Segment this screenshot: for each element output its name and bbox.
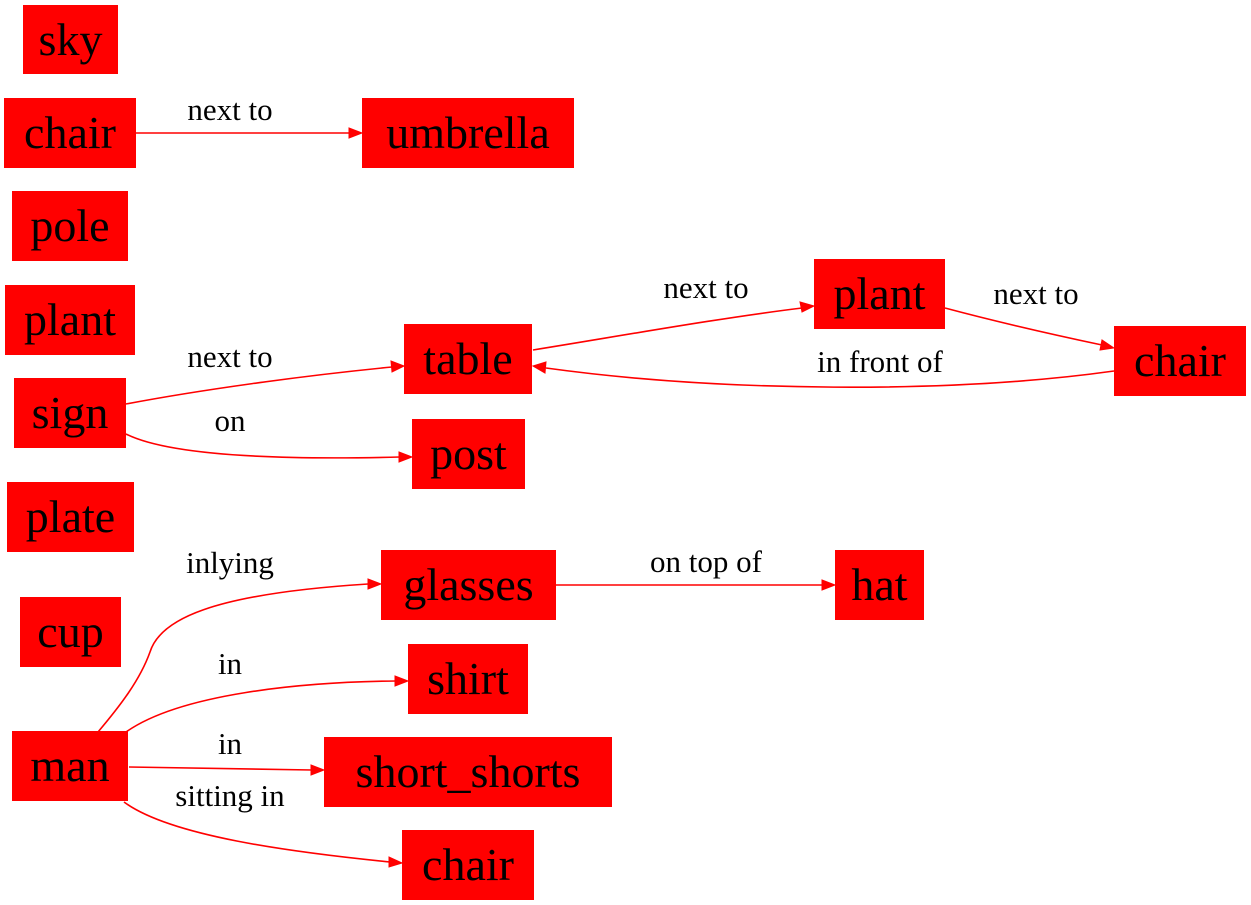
node-plate: plate (7, 482, 134, 552)
svg-text:sign: sign (32, 387, 109, 438)
edge-label: in (218, 726, 243, 761)
edge-label: in front of (817, 344, 943, 379)
svg-text:pole: pole (30, 200, 109, 251)
svg-text:plant: plant (834, 268, 926, 319)
edge-chair-umbrella: next to (136, 92, 364, 139)
edge-sign-table: next to (125, 339, 406, 405)
edge-label: inlying (186, 545, 274, 580)
edge-label: sitting in (175, 778, 285, 813)
svg-text:umbrella: umbrella (386, 107, 550, 158)
svg-text:chair: chair (1134, 335, 1226, 386)
edge-glasses-hat: on top of (556, 544, 837, 591)
edge-table-plant: next to (532, 270, 816, 351)
node-short-shorts: short_shorts (324, 737, 612, 807)
svg-text:short_shorts: short_shorts (356, 746, 581, 797)
svg-text:plate: plate (26, 491, 115, 542)
svg-text:chair: chair (24, 107, 116, 158)
svg-text:table: table (423, 333, 512, 384)
edge-man-shirt: in (125, 646, 410, 733)
edge-label: on (215, 403, 247, 438)
node-table: table (404, 324, 532, 394)
node-chair: chair (402, 830, 534, 900)
svg-text:post: post (430, 428, 507, 479)
edge-sign-post: on (125, 403, 414, 463)
edge-label: next to (663, 270, 748, 305)
svg-text:shirt: shirt (427, 653, 509, 704)
node-chair: chair (1114, 326, 1246, 396)
node-hat: hat (835, 550, 924, 620)
svg-text:hat: hat (851, 559, 907, 610)
node-plant: plant (5, 285, 135, 355)
svg-text:sky: sky (39, 14, 103, 65)
edge-plant-chair: next to (944, 276, 1116, 351)
node-man: man (12, 731, 128, 801)
node-umbrella: umbrella (362, 98, 574, 168)
svg-text:plant: plant (24, 294, 116, 345)
svg-text:cup: cup (37, 606, 103, 657)
node-chair: chair (4, 98, 136, 168)
svg-text:man: man (30, 740, 109, 791)
edge-man-glasses: inlying (97, 545, 383, 733)
edge-label: next to (187, 339, 272, 374)
edge-label: on top of (650, 544, 763, 579)
node-post: post (412, 419, 525, 489)
node-sky: sky (23, 5, 118, 74)
edge-man-chair: sitting in (123, 778, 404, 868)
node-sign: sign (14, 378, 126, 448)
svg-text:glasses: glasses (403, 559, 533, 610)
edge-label: next to (993, 276, 1078, 311)
node-glasses: glasses (381, 550, 556, 620)
edge-label: next to (187, 92, 272, 127)
edge-man-short-shorts: in (128, 726, 326, 776)
svg-text:chair: chair (422, 839, 514, 890)
edge-label: in (218, 646, 243, 681)
edge-chair-table: in front of (531, 344, 1115, 388)
node-plant: plant (814, 259, 945, 329)
node-pole: pole (12, 191, 128, 261)
node-cup: cup (20, 597, 121, 667)
node-shirt: shirt (408, 644, 528, 714)
